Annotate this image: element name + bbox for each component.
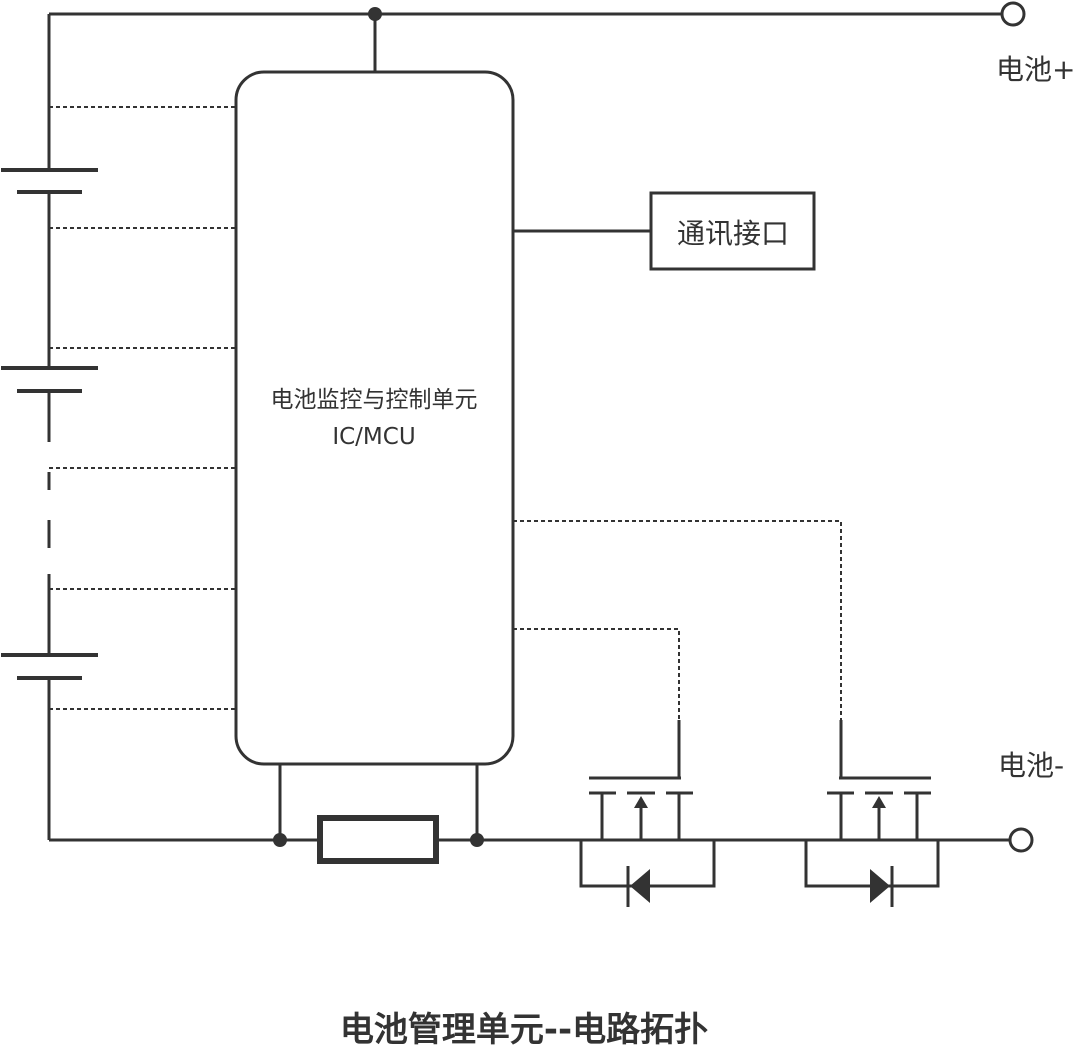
controller-label-line1: 电池监控与控制单元: [271, 387, 478, 413]
battery-plus-terminal: [1000, 1, 1026, 27]
sense-resistor: [317, 815, 439, 864]
positive-rail: [49, 7, 1005, 72]
battery-minus-terminal: [1008, 827, 1034, 853]
battery-minus-label: 电池-: [998, 749, 1064, 782]
comm-interface: 通讯接口: [513, 191, 816, 271]
battery-cell-1: [1, 168, 98, 194]
battery-cell-3: [1, 653, 98, 680]
controller-label-line2: IC/MCU: [332, 424, 415, 450]
controller-ic: 电池监控与控制单元 IC/MCU: [234, 70, 515, 766]
diagram-caption: 电池管理单元--电路拓扑: [340, 1010, 708, 1050]
battery-stack: [1, 14, 98, 840]
battery-plus-label: 电池+: [996, 53, 1075, 86]
battery-cell-2: [1, 366, 98, 393]
body-diode-2: [804, 840, 940, 907]
cell-sense-lines: [49, 106, 236, 710]
body-diode-1: [579, 840, 716, 907]
mosfet-discharge: [589, 720, 837, 842]
negative-rail: [49, 764, 600, 847]
comm-interface-label: 通讯接口: [677, 217, 789, 250]
gate-drive-lines: [513, 520, 842, 720]
mosfet-charge: [827, 720, 1011, 842]
